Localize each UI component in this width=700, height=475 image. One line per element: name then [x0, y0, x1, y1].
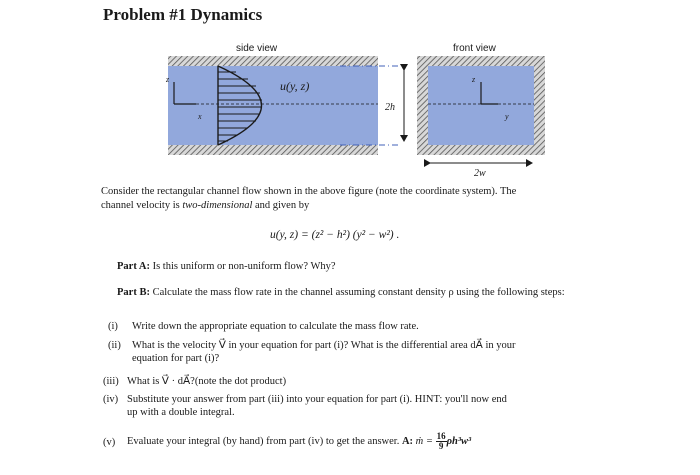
side-view-label: side view	[236, 43, 278, 54]
profile-label: u(y, z)	[280, 79, 309, 93]
part-a-label: Part A:	[117, 261, 150, 272]
answer-fraction-numerator: 16	[435, 431, 447, 442]
front-channel	[428, 66, 534, 145]
intro-paragraph: Consider the rectangular channel flow sh…	[101, 185, 606, 213]
side-channel	[168, 66, 378, 145]
velocity-profile-curve	[217, 65, 262, 146]
step-i-text: Write down the appropriate equation to c…	[132, 321, 419, 332]
channel-figure: side view u(y, z) z x 2h front view z y …	[165, 43, 545, 179]
answer-fraction-denominator: 9	[438, 441, 444, 451]
front-view	[417, 56, 545, 155]
side-view	[168, 56, 378, 155]
front-axis-y: y	[504, 112, 509, 121]
intro-line-2: channel velocity is two-dimensional and …	[101, 199, 606, 213]
part-b: Part B: Calculate the mass flow rate in …	[101, 286, 606, 300]
step-v-number: (v)	[103, 437, 116, 448]
step-iv: (iv) Substitute your answer from part (i…	[103, 393, 608, 419]
intro-line-1: Consider the rectangular channel flow sh…	[101, 186, 517, 197]
width-label: 2w	[474, 168, 486, 179]
step-v-text: Evaluate your integral (by hand) from pa…	[127, 435, 400, 447]
side-axis-x: x	[197, 112, 202, 121]
step-iii-number: (iii)	[103, 376, 119, 387]
side-axis-z: z	[165, 75, 170, 84]
velocity-equation: u(y, z) = (z² − h²) (y² − w²) .	[270, 229, 400, 241]
step-iv-line-2: up with a double integral.	[127, 407, 235, 418]
side-bottom-wall	[168, 145, 378, 155]
step-ii-line-2: equation for part (i)?	[132, 353, 220, 364]
front-axis-z: z	[471, 75, 476, 84]
page-title: Problem #1 Dynamics	[103, 5, 263, 24]
step-iv-number: (iv)	[103, 394, 119, 405]
step-iii-text: What is V⃗ · dA⃗?(note the dot product)	[127, 376, 287, 387]
step-ii-line-1: What is the velocity V⃗ in your equation…	[132, 340, 516, 351]
step-iv-line-1: Substitute your answer from part (iii) i…	[127, 394, 507, 405]
part-b-label: Part B:	[117, 287, 150, 298]
step-iii: (iii) What is V⃗ · dA⃗?(note the dot pro…	[103, 375, 608, 388]
part-a-text: Is this uniform or non-uniform flow? Why…	[149, 261, 336, 272]
answer-label: A:	[401, 435, 414, 447]
answer-lhs: ṁ =	[415, 435, 433, 447]
intro-line-2-start: channel velocity is	[101, 200, 183, 211]
step-i: (i) Write down the appropriate equation …	[108, 320, 608, 333]
step-ii: (ii) What is the velocity V⃗ in your equ…	[108, 339, 608, 365]
side-top-wall	[168, 56, 378, 66]
part-a: Part A: Is this uniform or non-uniform f…	[117, 261, 336, 272]
height-label: 2h	[385, 102, 395, 113]
intro-emphasis: two-dimensional	[182, 200, 253, 211]
step-ii-number: (ii)	[108, 340, 121, 351]
step-v: (v) Evaluate your integral (by hand) fro…	[103, 432, 608, 458]
front-view-label: front view	[453, 43, 497, 54]
part-b-text: Calculate the mass flow rate in the chan…	[149, 287, 565, 298]
answer-rhs: ρh³w³	[446, 435, 472, 447]
step-i-number: (i)	[108, 321, 118, 332]
intro-line-2-end: and given by	[252, 200, 310, 211]
